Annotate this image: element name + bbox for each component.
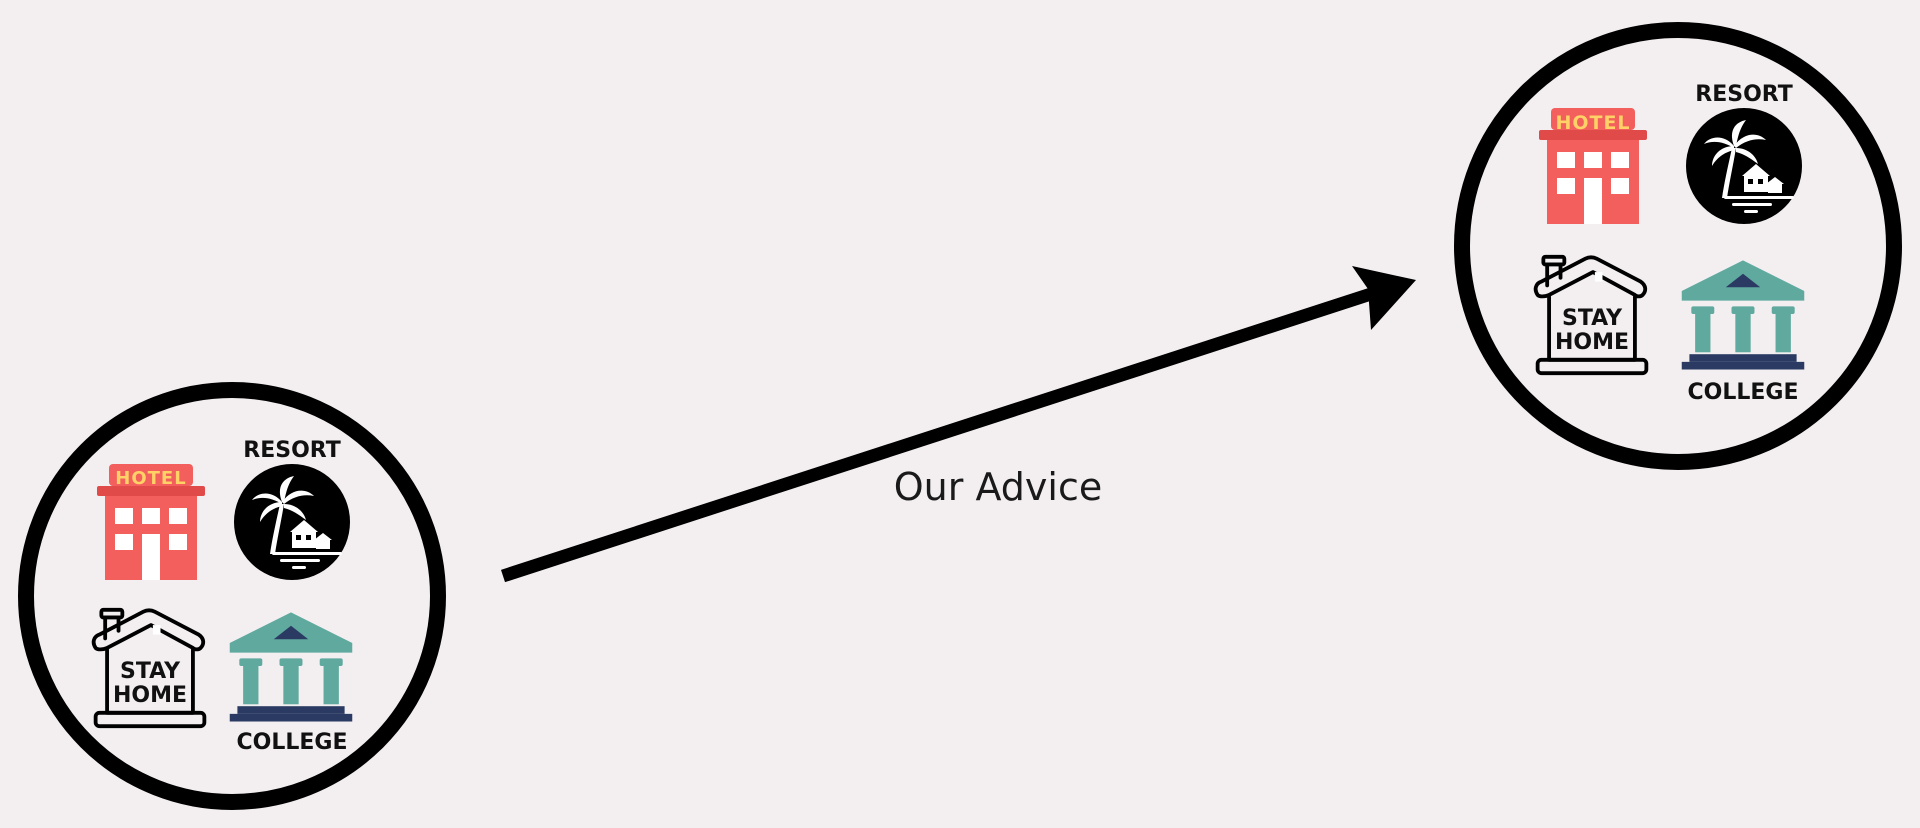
stay-home-line2: HOME xyxy=(113,683,187,708)
college-label: COLLEGE xyxy=(237,730,348,755)
arrow-label: Our Advice xyxy=(894,465,1102,509)
group-start: HOTEL RESORT STAY HOME COLLEGE xyxy=(18,382,446,810)
stay-home-line2: HOME xyxy=(1555,330,1629,355)
resort-icon xyxy=(234,464,350,580)
hotel-sign-text: HOTEL xyxy=(115,468,186,489)
arrow: Our Advice xyxy=(500,266,1416,583)
group-end: HOTEL RESORT STAY HOME COLLEGE xyxy=(1454,22,1902,470)
resort-label: RESORT xyxy=(1695,82,1792,107)
stay-home-line1: STAY xyxy=(1562,306,1623,331)
stay-home-icon: STAY HOME xyxy=(1533,254,1649,376)
college-icon xyxy=(229,612,353,722)
group-ring xyxy=(18,382,446,810)
resort-label: RESORT xyxy=(243,438,340,463)
hotel-icon: HOTEL xyxy=(1539,108,1647,224)
stay-home-line1: STAY xyxy=(120,659,181,684)
college-icon xyxy=(1681,260,1805,370)
hotel-icon: HOTEL xyxy=(97,464,205,580)
resort-icon xyxy=(1686,108,1802,224)
hotel-sign-text: HOTEL xyxy=(1555,112,1630,134)
college-label: COLLEGE xyxy=(1688,380,1799,405)
arrow-head xyxy=(1352,266,1416,330)
stay-home-icon: STAY HOME xyxy=(91,607,207,729)
arrow-shaft xyxy=(500,286,1377,583)
group-ring xyxy=(1454,22,1902,470)
